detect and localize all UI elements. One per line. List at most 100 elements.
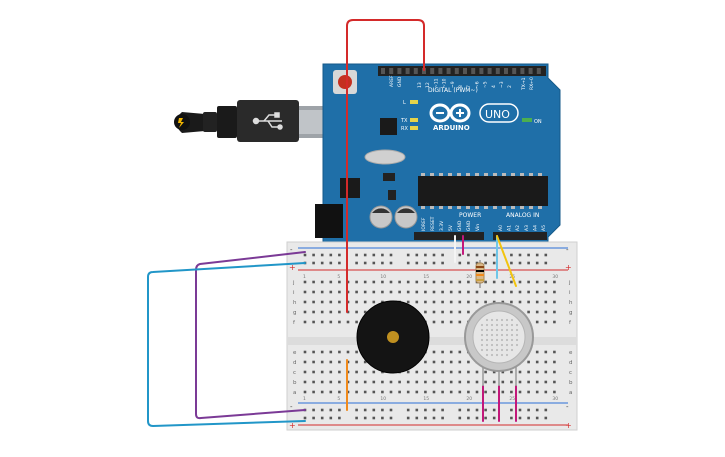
terminal-hole[interactable]	[355, 370, 358, 374]
terminal-hole[interactable]	[320, 380, 324, 384]
terminal-hole[interactable]	[329, 280, 333, 284]
terminal-hole[interactable]	[544, 290, 548, 294]
terminal-hole[interactable]	[303, 360, 307, 364]
terminal-hole[interactable]	[527, 390, 530, 394]
rail-hole[interactable]	[355, 261, 358, 265]
rail-hole[interactable]	[441, 408, 444, 412]
terminal-hole[interactable]	[363, 310, 367, 314]
wire-red-pin12[interactable]	[346, 19, 425, 313]
terminal-hole[interactable]	[424, 280, 427, 284]
rail-hole[interactable]	[475, 253, 479, 257]
rail-hole[interactable]	[492, 253, 496, 257]
digital-header-pin[interactable]	[520, 68, 525, 74]
terminal-hole[interactable]	[449, 360, 453, 364]
rail-hole[interactable]	[458, 408, 462, 412]
terminal-hole[interactable]	[467, 390, 470, 394]
terminal-hole[interactable]	[553, 310, 556, 314]
terminal-hole[interactable]	[398, 280, 401, 284]
terminal-hole[interactable]	[432, 370, 436, 374]
terminal-hole[interactable]	[303, 290, 307, 294]
terminal-hole[interactable]	[484, 290, 487, 294]
terminal-hole[interactable]	[303, 280, 307, 284]
terminal-hole[interactable]	[320, 310, 324, 314]
terminal-hole[interactable]	[535, 380, 539, 384]
rail-hole[interactable]	[492, 261, 496, 265]
digital-header-pin[interactable]	[446, 68, 451, 74]
terminal-hole[interactable]	[320, 280, 324, 284]
rail-hole[interactable]	[510, 408, 513, 412]
terminal-hole[interactable]	[363, 280, 367, 284]
terminal-hole[interactable]	[312, 370, 315, 374]
terminal-hole[interactable]	[406, 290, 410, 294]
terminal-hole[interactable]	[338, 290, 341, 294]
rail-hole[interactable]	[381, 408, 384, 412]
rail-hole[interactable]	[389, 253, 393, 257]
terminal-hole[interactable]	[406, 280, 410, 284]
terminal-hole[interactable]	[544, 280, 548, 284]
terminal-hole[interactable]	[441, 290, 444, 294]
terminal-hole[interactable]	[449, 380, 453, 384]
rail-hole[interactable]	[467, 261, 470, 265]
terminal-hole[interactable]	[424, 310, 427, 314]
terminal-hole[interactable]	[363, 300, 367, 304]
wire-purple-gnd-loop[interactable]	[195, 251, 306, 420]
digital-header-pin[interactable]	[536, 68, 541, 74]
rail-hole[interactable]	[527, 261, 530, 265]
terminal-hole[interactable]	[553, 290, 556, 294]
terminal-hole[interactable]	[424, 390, 427, 394]
rail-hole[interactable]	[312, 253, 315, 257]
terminal-hole[interactable]	[510, 390, 513, 394]
terminal-hole[interactable]	[363, 290, 367, 294]
terminal-hole[interactable]	[527, 360, 530, 364]
terminal-hole[interactable]	[553, 320, 556, 324]
rail-hole[interactable]	[518, 261, 522, 265]
terminal-hole[interactable]	[415, 300, 419, 304]
rail-hole[interactable]	[363, 408, 367, 412]
terminal-hole[interactable]	[553, 350, 556, 354]
terminal-hole[interactable]	[338, 280, 341, 284]
rail-hole[interactable]	[484, 261, 487, 265]
terminal-hole[interactable]	[303, 370, 307, 374]
rail-hole[interactable]	[389, 416, 393, 420]
terminal-hole[interactable]	[527, 280, 530, 284]
rail-hole[interactable]	[518, 416, 522, 420]
terminal-hole[interactable]	[458, 370, 462, 374]
digital-header-pin[interactable]	[495, 68, 500, 74]
rail-hole[interactable]	[510, 261, 513, 265]
terminal-hole[interactable]	[475, 380, 479, 384]
terminal-hole[interactable]	[372, 390, 376, 394]
terminal-hole[interactable]	[535, 390, 539, 394]
terminal-hole[interactable]	[518, 280, 522, 284]
rail-hole[interactable]	[329, 416, 333, 420]
terminal-hole[interactable]	[303, 390, 307, 394]
terminal-hole[interactable]	[415, 290, 419, 294]
rail-hole[interactable]	[544, 253, 548, 257]
terminal-hole[interactable]	[381, 280, 384, 284]
terminal-hole[interactable]	[320, 300, 324, 304]
terminal-hole[interactable]	[355, 280, 358, 284]
rail-hole[interactable]	[484, 416, 487, 420]
terminal-hole[interactable]	[363, 360, 367, 364]
rail-hole[interactable]	[458, 261, 462, 265]
rail-hole[interactable]	[363, 261, 367, 265]
rail-hole[interactable]	[484, 408, 487, 412]
terminal-hole[interactable]	[441, 310, 444, 314]
terminal-hole[interactable]	[535, 360, 539, 364]
terminal-hole[interactable]	[329, 380, 333, 384]
rail-hole[interactable]	[406, 416, 410, 420]
terminal-hole[interactable]	[406, 370, 410, 374]
rail-hole[interactable]	[518, 408, 522, 412]
terminal-hole[interactable]	[467, 300, 470, 304]
rail-hole[interactable]	[432, 416, 436, 420]
terminal-hole[interactable]	[467, 380, 470, 384]
terminal-hole[interactable]	[432, 360, 436, 364]
rail-hole[interactable]	[355, 408, 358, 412]
rail-hole[interactable]	[535, 261, 539, 265]
terminal-hole[interactable]	[510, 290, 513, 294]
rail-hole[interactable]	[510, 253, 513, 257]
terminal-hole[interactable]	[312, 390, 315, 394]
rail-hole[interactable]	[424, 408, 427, 412]
terminal-hole[interactable]	[329, 310, 333, 314]
digital-header-pin[interactable]	[405, 68, 410, 74]
